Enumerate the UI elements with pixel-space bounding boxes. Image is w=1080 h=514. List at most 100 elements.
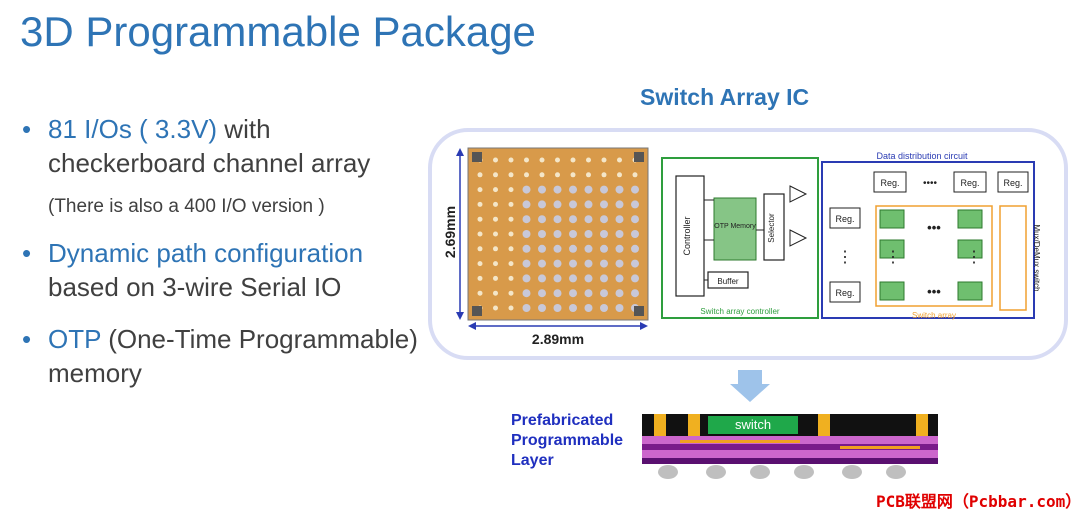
- dots-label: ⋮: [966, 249, 982, 266]
- chip-pad: [631, 215, 639, 224]
- chip-pad: [493, 216, 498, 222]
- page-title: 3D Programmable Package: [20, 8, 536, 55]
- switch-cells: [879, 209, 983, 301]
- solder-balls: [658, 465, 906, 479]
- chip-corner: [472, 306, 482, 316]
- bullet-highlight: OTP: [48, 324, 101, 354]
- bullet-highlight: 81 I/Os ( 3.3V): [48, 114, 218, 144]
- chip-pad: [615, 185, 624, 194]
- amp-icon: [789, 185, 808, 203]
- chip-pad: [477, 231, 483, 237]
- switch-die: [708, 416, 798, 434]
- chip-pad: [570, 157, 576, 163]
- layer-label-line: Prefabricated: [511, 412, 614, 429]
- bullet-text: with checkerboard channel array: [48, 114, 371, 178]
- chip-pad: [600, 200, 608, 209]
- chip-pad: [553, 185, 562, 194]
- chip-pad: [555, 172, 560, 178]
- chip-pad: [508, 201, 514, 207]
- chip-pad: [586, 157, 591, 163]
- dots-label: •••: [927, 284, 941, 299]
- chip-pad: [522, 274, 531, 283]
- chip-pad: [584, 304, 593, 312]
- chip-pad: [615, 230, 624, 238]
- layer-label-line: Layer: [511, 452, 554, 469]
- chip-pad: [631, 185, 639, 194]
- chip-pad: [569, 185, 577, 194]
- dots-label: ••••: [923, 178, 938, 189]
- mux-box: [999, 205, 1027, 311]
- chip-pad: [553, 230, 562, 238]
- chip-pads: [477, 157, 639, 312]
- chip-photo: [467, 147, 649, 321]
- bump: [916, 414, 928, 438]
- chip-pad: [584, 215, 593, 224]
- chip-pad: [553, 215, 562, 224]
- switch-cell: [957, 209, 983, 229]
- chip-pad: [555, 157, 560, 163]
- bullet-text: (One-Time Programmable) memory: [48, 324, 418, 388]
- reg-label: Reg.: [835, 214, 854, 224]
- chip-pad: [584, 274, 593, 283]
- package-cross-section: switch: [642, 414, 938, 479]
- bullet-dot: •: [22, 324, 32, 354]
- switch-cell: [957, 281, 983, 301]
- reg-box: [873, 171, 907, 193]
- chip-pad: [600, 274, 608, 283]
- chip-pad: [493, 187, 498, 193]
- chip-pad: [569, 289, 577, 298]
- arrow-up-icon: [456, 148, 464, 156]
- chip-pad: [615, 304, 624, 312]
- chip-pad: [508, 231, 514, 237]
- chip-pad: [631, 274, 639, 283]
- data-distribution-block: [821, 161, 1035, 319]
- chip-pad: [538, 289, 546, 298]
- switch-array-controller-label: Switch array controller: [700, 307, 779, 316]
- selector-label: Selector: [767, 213, 776, 243]
- chip-pad: [477, 246, 483, 252]
- chip-pad: [615, 200, 624, 209]
- chip-pad: [508, 305, 514, 311]
- switch-cell: [879, 209, 905, 229]
- chip-pad: [569, 230, 577, 238]
- chip-pad: [538, 274, 546, 283]
- chip-pad: [617, 172, 622, 178]
- trace: [680, 440, 800, 443]
- chip-pad: [522, 289, 531, 298]
- chip-pad: [617, 157, 622, 163]
- bump: [818, 414, 830, 438]
- chip-pad: [569, 215, 577, 224]
- switch-cell: [957, 239, 983, 259]
- chip-pad: [508, 290, 514, 296]
- chip-pad: [522, 244, 531, 253]
- chip-pad: [477, 201, 483, 207]
- chip-pad: [600, 304, 608, 312]
- chip-pad: [569, 200, 577, 209]
- chip-pad: [553, 274, 562, 283]
- data-distribution-label: Data distribution circuit: [876, 151, 968, 161]
- chip-pad: [569, 259, 577, 268]
- chip-pad: [522, 230, 531, 238]
- reg-label: Reg.: [835, 288, 854, 298]
- chip-pad: [584, 185, 593, 194]
- switch-array-label: Switch array: [912, 311, 956, 320]
- chip-pad: [569, 304, 577, 312]
- chip-pad: [508, 157, 514, 163]
- arrow-right-icon: [640, 322, 648, 330]
- buffer-label: Buffer: [717, 277, 739, 286]
- chip-pad: [477, 261, 483, 267]
- switch-cell: [879, 239, 905, 259]
- chip-pad: [631, 259, 639, 268]
- chip-pad: [615, 215, 624, 224]
- reg-box: [829, 207, 861, 229]
- layer-label-line: Programmable: [511, 432, 624, 449]
- chip-pad: [522, 185, 531, 194]
- chip-pad: [553, 200, 562, 209]
- chip-pad: [538, 230, 546, 238]
- chip-pad: [600, 244, 608, 253]
- bullet-ios: • 81 I/Os ( 3.3V) with checkerboard chan…: [22, 112, 422, 180]
- chip-pad: [584, 259, 593, 268]
- chip-pad: [493, 231, 498, 237]
- bump: [688, 414, 700, 438]
- chip-pad: [508, 261, 514, 267]
